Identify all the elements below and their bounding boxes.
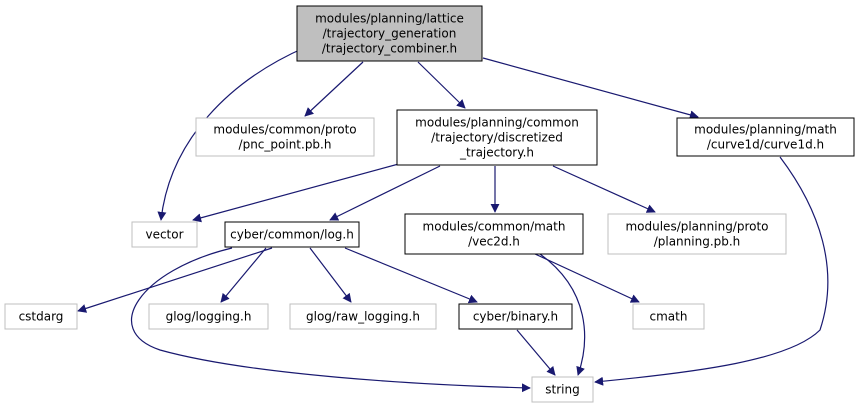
edge-n5-n13	[130, 247, 531, 393]
node-label: /trajectory/discretized	[431, 131, 563, 145]
node-label: cstdarg	[19, 310, 64, 324]
node-n11[interactable]: cyber/binary.h	[458, 303, 573, 330]
node-n2[interactable]: modules/planning/common/trajectory/discr…	[396, 109, 598, 166]
edge-n11-n13	[516, 329, 556, 376]
node-box	[632, 303, 705, 330]
node-box	[131, 221, 198, 248]
node-box	[676, 117, 855, 157]
node-box	[289, 303, 437, 330]
edge-n6-n12	[534, 253, 640, 303]
edge-n0-n3	[482, 57, 699, 120]
edge-n2-n4	[192, 161, 407, 223]
edge-n0-n2	[417, 61, 466, 109]
node-label: /trajectory_generation	[323, 27, 457, 41]
node-label: modules/planning/lattice	[315, 12, 464, 26]
node-n1: modules/common/proto/pnc_point.pb.h	[195, 117, 375, 157]
node-box	[148, 303, 269, 330]
node-n4: vector	[131, 221, 198, 248]
node-label: _trajectory.h	[459, 146, 534, 160]
edge-n5-n11	[344, 247, 478, 304]
node-box	[296, 5, 483, 62]
node-label: vector	[145, 228, 183, 242]
edge-n2-n5	[329, 165, 441, 221]
node-box	[531, 376, 594, 403]
node-n10: glog/raw_logging.h	[289, 303, 437, 330]
node-n7: modules/planning/proto/planning.pb.h	[607, 213, 787, 255]
node-label: /curve1d/curve1d.h	[707, 138, 824, 152]
node-n8: cstdarg	[4, 303, 78, 330]
node-n6[interactable]: modules/common/math/vec2d.h	[404, 213, 584, 255]
node-label: /pnc_point.pb.h	[239, 138, 332, 152]
node-n3[interactable]: modules/planning/math/curve1d/curve1d.h	[676, 117, 855, 157]
edge-n3-n13	[594, 156, 829, 386]
edge-n0-n4	[157, 46, 307, 221]
node-box	[396, 109, 598, 166]
edge-n5-n9	[220, 247, 267, 303]
node-label: modules/common/proto	[213, 123, 356, 137]
node-label: modules/planning/proto	[625, 220, 768, 234]
edge-n5-n8	[77, 247, 273, 313]
node-label: /vec2d.h	[468, 235, 520, 249]
node-box	[458, 303, 573, 330]
node-n0[interactable]: modules/planning/lattice/trajectory_gene…	[296, 5, 483, 62]
node-label: modules/common/math	[423, 220, 566, 234]
node-box	[195, 117, 375, 157]
node-n12: cmath	[632, 303, 705, 330]
nodes-layer: modules/planning/lattice/trajectory_gene…	[4, 5, 855, 403]
edge-n0-n1	[304, 61, 364, 117]
node-label: /trajectory_combiner.h	[322, 42, 457, 56]
node-n5[interactable]: cyber/common/log.h	[224, 221, 360, 248]
node-label: cyber/common/log.h	[230, 228, 354, 242]
node-n9: glog/logging.h	[148, 303, 269, 330]
edge-n5-n10	[309, 247, 352, 303]
node-box	[404, 213, 584, 255]
node-label: /planning.pb.h	[654, 235, 741, 249]
node-label: cyber/binary.h	[473, 310, 558, 324]
node-label: string	[545, 383, 579, 397]
node-label: modules/planning/math	[694, 123, 837, 137]
node-box	[607, 213, 787, 255]
edge-n2-n7	[552, 165, 656, 213]
node-box	[224, 221, 360, 248]
edges-layer	[77, 46, 829, 393]
node-box	[4, 303, 78, 330]
edge-n6-n13	[539, 253, 586, 376]
node-label: cmath	[650, 310, 688, 324]
node-n13: string	[531, 376, 594, 403]
node-label: glog/raw_logging.h	[306, 310, 420, 324]
node-label: glog/logging.h	[166, 310, 252, 324]
node-label: modules/planning/common	[415, 116, 579, 130]
